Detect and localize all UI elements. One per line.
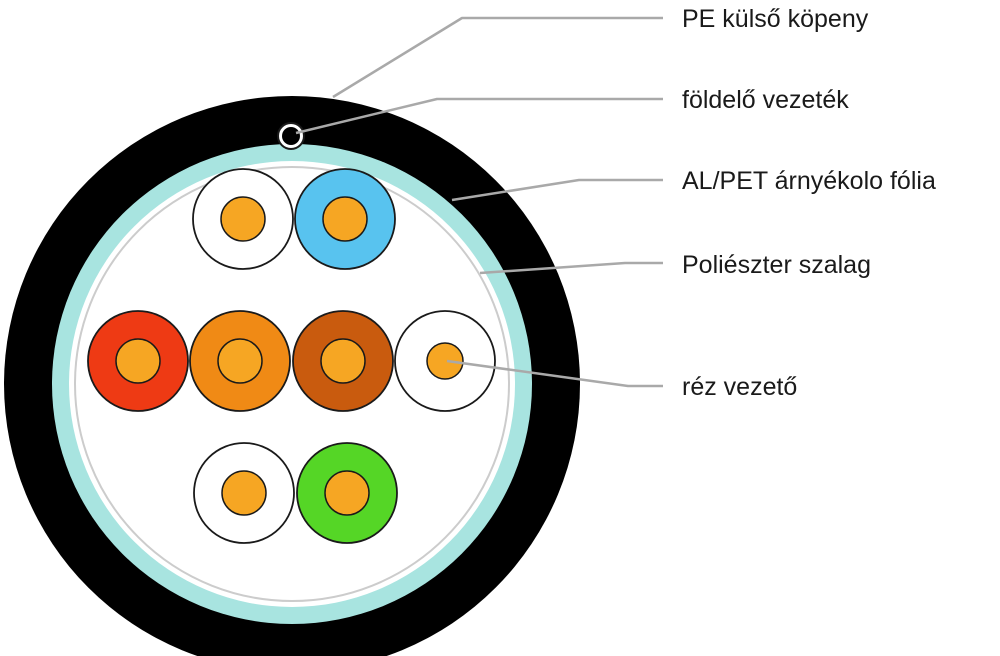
conductor-red <box>87 310 189 412</box>
copper-core <box>221 470 267 516</box>
core-area <box>69 161 515 607</box>
conductor-white-top-left <box>192 168 294 270</box>
copper-core <box>217 338 263 384</box>
conductor-blue <box>294 168 396 270</box>
copper-core <box>324 470 370 516</box>
conductor-group <box>87 168 496 544</box>
copper-core <box>115 338 161 384</box>
conductor-brown <box>292 310 394 412</box>
polyester-tape-ring <box>74 166 510 602</box>
leader-line-outer-jacket <box>332 16 663 99</box>
conductor-green <box>296 442 398 544</box>
conductor-white-bottom-left <box>193 442 295 544</box>
copper-core <box>426 342 464 380</box>
label-outer-jacket: PE külső köpeny <box>682 5 869 33</box>
leader-line-polyester-tape <box>479 261 663 275</box>
copper-core <box>220 196 266 242</box>
label-drain-wire: földelő vezeték <box>682 86 849 114</box>
label-polyester-tape: Poliészter szalag <box>682 251 871 279</box>
label-shield-foil: AL/PET árnyékolo fólia <box>682 167 936 195</box>
copper-core <box>322 196 368 242</box>
drain-wire <box>282 127 300 145</box>
conductor-white-right <box>394 310 496 412</box>
conductor-orange <box>189 310 291 412</box>
leader-line-shield-foil <box>451 178 663 202</box>
label-copper-conductor: réz vezető <box>682 373 797 401</box>
copper-core <box>320 338 366 384</box>
leader-line-drain-wire <box>295 97 663 135</box>
leader-line-copper-conductor <box>446 359 663 388</box>
